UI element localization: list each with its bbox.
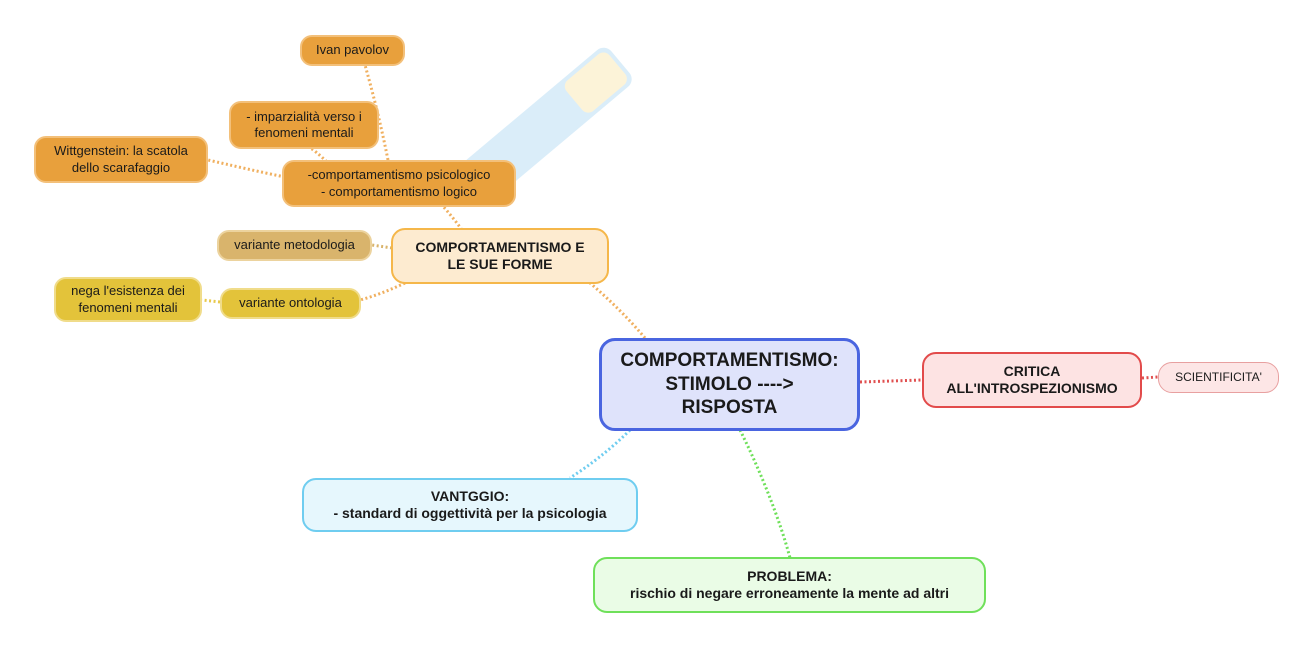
link-psicologico-imparzialita bbox=[304, 143, 332, 167]
subnode-imparzialita-text: - imparzialità verso i fenomeni mentali bbox=[246, 108, 362, 140]
subnode-ontologia[interactable]: variante ontologia bbox=[220, 288, 361, 319]
subnode-nega-text: nega l'esistenza dei fenomeni mentali bbox=[71, 283, 185, 315]
subnode-pavolov-text: Ivan pavolov bbox=[316, 42, 389, 58]
branch-problema-text: PROBLEMA: rischio di negare erroneamente… bbox=[630, 567, 949, 602]
subnode-pavolov[interactable]: Ivan pavolov bbox=[300, 35, 405, 66]
subnode-metodologia-text: variante metodologia bbox=[234, 237, 355, 253]
link-central-forme bbox=[589, 281, 647, 339]
link-forme-metodologia bbox=[371, 243, 393, 250]
subnode-psicologico-logico[interactable]: -comportamentismo psicologico - comporta… bbox=[282, 160, 516, 207]
link-psicologico-wittgenstein bbox=[207, 158, 286, 179]
link-ontologia-nega bbox=[201, 298, 221, 304]
central-node-text: COMPORTAMENTISMO: STIMOLO ----> RISPOSTA bbox=[620, 349, 839, 419]
link-central-critica bbox=[859, 378, 923, 384]
subnode-scientificita[interactable]: SCIENTIFICITA' bbox=[1158, 362, 1279, 393]
subnode-imparzialita[interactable]: - imparzialità verso i fenomeni mentali bbox=[229, 101, 379, 149]
subnode-wittgenstein-text: Wittgenstein: la scatola dello scarafagg… bbox=[54, 143, 188, 175]
subnode-metodologia[interactable]: variante metodologia bbox=[217, 230, 372, 261]
branch-critica-node[interactable]: CRITICA ALL'INTROSPEZIONISMO bbox=[922, 352, 1142, 408]
subnode-scientificita-text: SCIENTIFICITA' bbox=[1175, 370, 1262, 384]
subnode-psicologico-logico-text: -comportamentismo psicologico - comporta… bbox=[307, 167, 491, 199]
branch-forme-node[interactable]: COMPORTAMENTISMO E LE SUE FORME bbox=[391, 228, 609, 284]
branch-vantaggio-text: VANTGGIO: - standard di oggettività per … bbox=[333, 487, 607, 522]
link-forme-ontologia bbox=[359, 281, 406, 302]
link-critica-scientificita bbox=[1141, 375, 1159, 380]
subnode-wittgenstein[interactable]: Wittgenstein: la scatola dello scarafagg… bbox=[34, 136, 208, 183]
link-central-problema bbox=[738, 429, 792, 559]
branch-critica-text: CRITICA ALL'INTROSPEZIONISMO bbox=[946, 362, 1118, 397]
branch-problema-node[interactable]: PROBLEMA: rischio di negare erroneamente… bbox=[593, 557, 986, 613]
branch-vantaggio-node[interactable]: VANTGGIO: - standard di oggettività per … bbox=[302, 478, 638, 532]
branch-forme-text: COMPORTAMENTISMO E LE SUE FORME bbox=[415, 238, 585, 273]
subnode-nega[interactable]: nega l'esistenza dei fenomeni mentali bbox=[54, 277, 202, 322]
subnode-ontologia-text: variante ontologia bbox=[239, 295, 342, 311]
link-central-vantaggio bbox=[569, 428, 632, 480]
central-node[interactable]: COMPORTAMENTISMO: STIMOLO ----> RISPOSTA bbox=[599, 338, 860, 431]
